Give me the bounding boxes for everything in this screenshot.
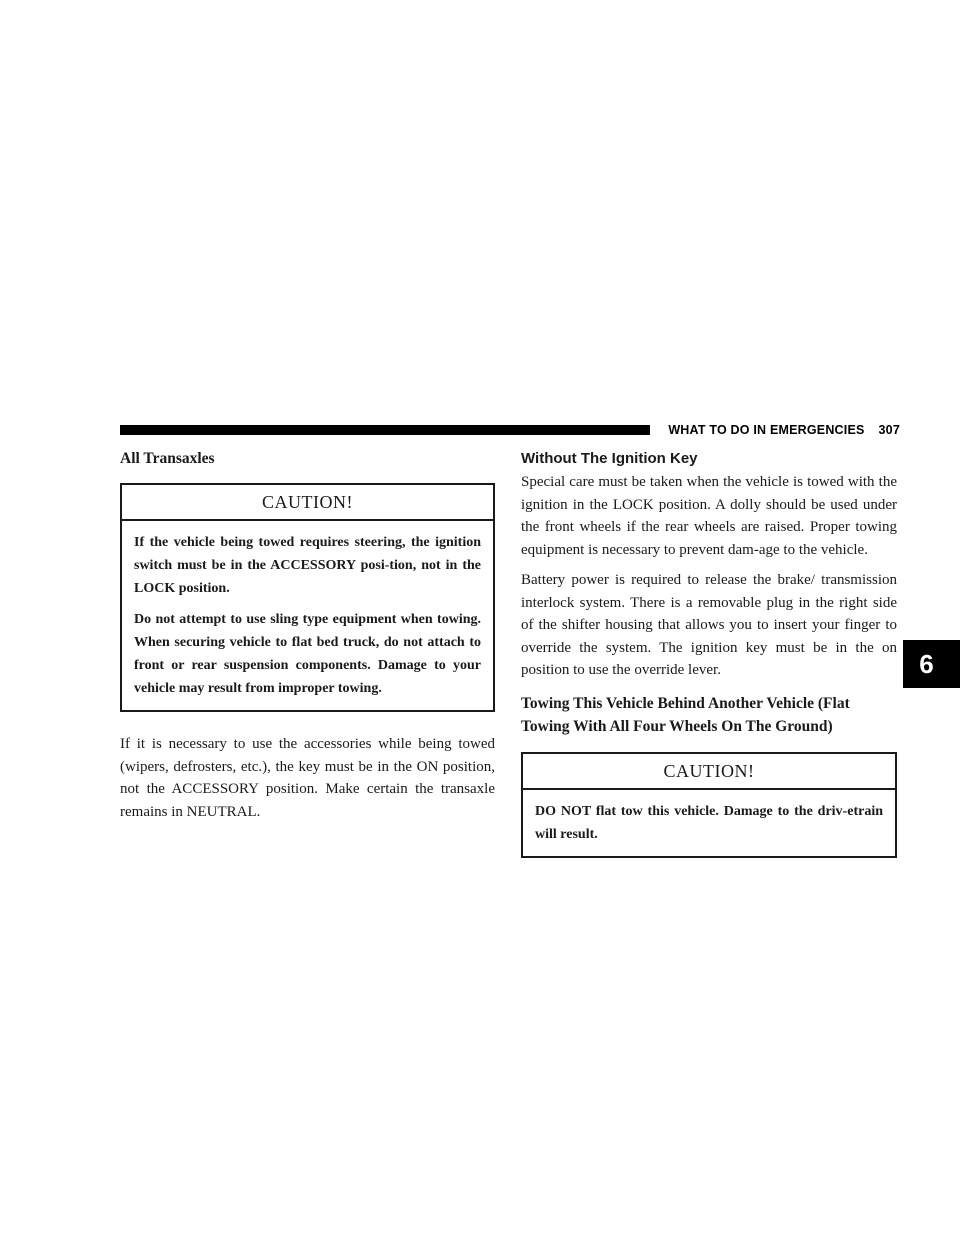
header-rule [120, 425, 650, 435]
caution-paragraph: Do not attempt to use sling type equipme… [134, 612, 481, 696]
caution-body: DO NOT flat tow this vehicle. Damage to … [523, 790, 895, 856]
caution-paragraph: If the vehicle being towed requires stee… [134, 535, 481, 596]
chapter-tab: 6 [903, 640, 960, 688]
page-number: 307 [878, 423, 900, 437]
all-transaxles-heading: All Transaxles [120, 450, 215, 467]
flat-towing-heading: Towing This Vehicle Behind Another Vehic… [521, 694, 850, 735]
body-paragraph: Special care must be taken when the vehi… [521, 474, 897, 558]
without-ignition-key-heading: Without The Ignition Key [521, 450, 698, 467]
running-header: WHAT TO DO IN EMERGENCIES 307 [660, 422, 900, 438]
right-column: Without The Ignition Key Special care mu… [521, 448, 897, 858]
caution-box-steering: CAUTION! If the vehicle being towed requ… [120, 483, 495, 712]
caution-box-flat-tow: CAUTION! DO NOT flat tow this vehicle. D… [521, 751, 897, 858]
caution-body: If the vehicle being towed requires stee… [122, 521, 493, 710]
caution-title: CAUTION! [523, 754, 895, 790]
left-column: All Transaxles CAUTION! If the vehicle b… [120, 448, 495, 823]
header-section-title: WHAT TO DO IN EMERGENCIES [668, 423, 865, 437]
body-paragraph: Battery power is required to release the… [521, 572, 897, 678]
caution-paragraph: DO NOT flat tow this vehicle. Damage to … [535, 803, 883, 842]
accessories-paragraph: If it is necessary to use the accessorie… [120, 736, 495, 820]
caution-title: CAUTION! [122, 485, 493, 521]
